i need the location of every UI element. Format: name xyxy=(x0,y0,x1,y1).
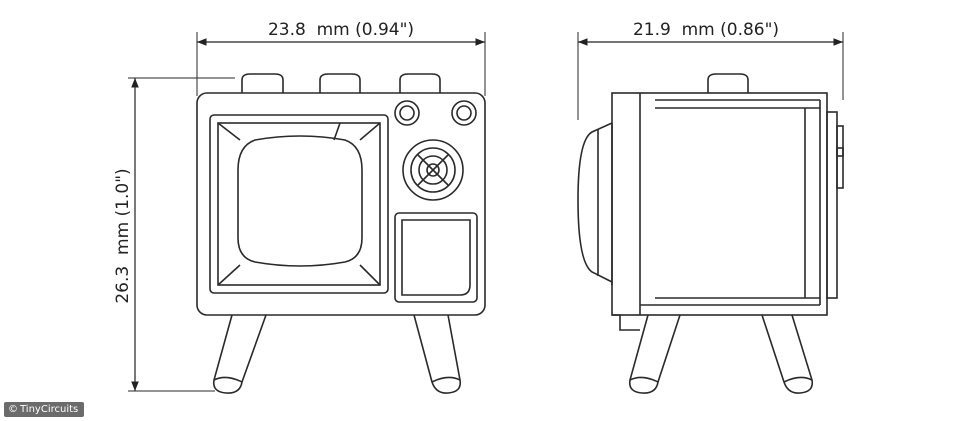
side-depth-label: 21.9 mm (0.86") xyxy=(633,20,779,40)
front-legs xyxy=(212,314,462,394)
front-view xyxy=(196,32,486,394)
copyright-icon: © xyxy=(8,404,18,415)
side-screen-bulge xyxy=(577,122,613,283)
side-view xyxy=(577,32,844,394)
front-width-label: 23.8 mm (0.94") xyxy=(268,20,414,40)
front-dials xyxy=(394,100,477,126)
control-panel xyxy=(394,212,478,303)
watermark-text: TinyCircuits xyxy=(20,404,79,415)
speaker-grille xyxy=(402,139,464,201)
top-knobs xyxy=(241,73,441,93)
height-label: 26.3 mm (1.0") xyxy=(113,168,133,303)
copyright-watermark: ©TinyCircuits xyxy=(4,402,85,417)
side-legs xyxy=(628,314,814,394)
side-body xyxy=(611,92,828,316)
front-body xyxy=(196,92,486,316)
crt-screen xyxy=(237,135,363,267)
